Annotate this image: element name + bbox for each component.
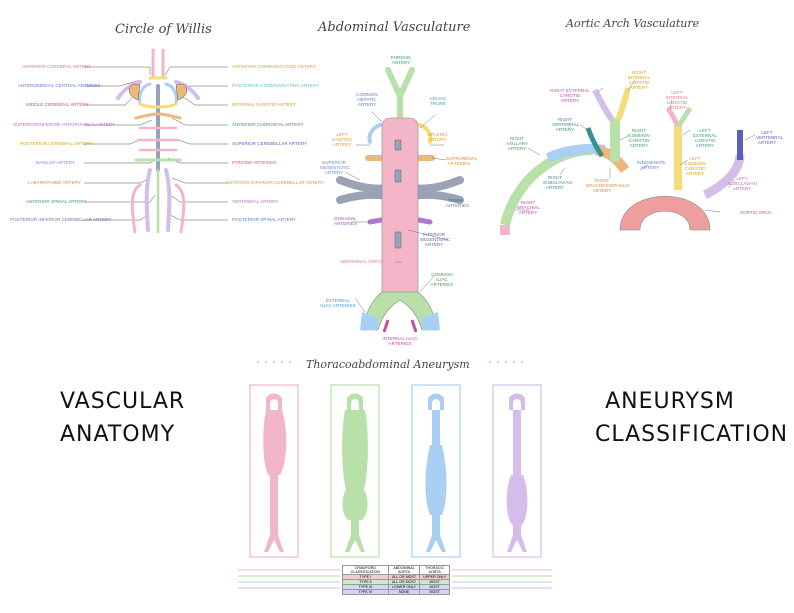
aortic-label: LEFT VERTEBRAL ARTERY xyxy=(756,130,784,145)
table-cell: MOST xyxy=(419,589,450,595)
aortic-label: RIGHT VERTEBRAL ARTERY xyxy=(552,117,580,132)
table-row: TYPE III LOWER ONLY MOST xyxy=(342,584,450,590)
table-header: THORACIC AORTA xyxy=(419,565,450,575)
willis-label: SUPERIOR/INFERIOR HYPOPHYSEAL ARTERY xyxy=(13,122,116,127)
aortic-label: RIGHT COMMON CAROTID ARTERY xyxy=(628,128,650,148)
willis-label: POSTERIOR CEREBRAL ARTERY xyxy=(20,141,93,146)
table-cell: ALL OR MOST xyxy=(387,579,421,585)
aortic-label: LEFT COMMON CAROTID ARTERY xyxy=(684,156,706,176)
aneurysm-type-4 xyxy=(506,393,528,552)
aortic-label: RIGHT BRACHIAL ARTERY xyxy=(517,200,540,215)
willis-label: VERTEBRAL ARTERY xyxy=(232,199,279,204)
decorative-dots xyxy=(257,361,523,363)
table-row: TYPE IV NONE MOST xyxy=(342,589,450,595)
willis-label: ANTERIOR CEREBRAL ARTERY xyxy=(22,64,92,69)
aortic-label: RIGHT BRACHIOCEPHALIC ARTERY xyxy=(586,178,630,193)
aortic-label: RIGHT SUBCLAVIAN ARTERY xyxy=(543,175,572,190)
willis-label: SUPERIOR CEREBELLAR ARTERY xyxy=(232,141,308,146)
table-cell: TYPE IV xyxy=(342,589,389,595)
aortic-label: RIGHT AXILLARY ARTERY xyxy=(506,136,528,151)
willis-label: MIDDLE CEREBRAL ARTERY xyxy=(26,102,89,107)
caption-line: VASCULAR xyxy=(60,389,186,414)
abdominal-label: COMMON HEPATIC ARTERY xyxy=(356,92,378,107)
aortic-label: INNOMINATE ARTERY xyxy=(637,160,666,170)
abdominal-label: COMMON ILIAC ARTERIES xyxy=(430,272,454,287)
willis-label: INTERNAL CAROTID ARTERY xyxy=(232,102,296,107)
circle-of-willis-title: Circle of Willis xyxy=(115,22,212,37)
aortic-label: LEFT EXTERNAL CAROTID ARTERY xyxy=(692,128,718,148)
table-header-row: CRAWFORD CLASSIFICATION ABDOMINAL AORTA … xyxy=(342,565,450,575)
willis-label: ANTERIOR INFERIOR CEREBELLAR ARTERY xyxy=(226,180,325,185)
abdominal-label: RENAL ARTERIES xyxy=(446,198,469,208)
aortic-label: LEFT INTERNAL CAROTID ARTERY xyxy=(665,90,689,110)
willis-label: POSTERIOR SPINAL ARTERY xyxy=(232,217,296,222)
aneurysm-title: Thoracoabdominal Aneurysm xyxy=(306,358,470,371)
abdominal-label: CELIAC TRUNK xyxy=(429,96,447,106)
willis-label: ANTEROMEDIAL CENTRAL ARTERIES xyxy=(18,83,101,88)
crawford-classification-table: CRAWFORD CLASSIFICATION ABDOMINAL AORTA … xyxy=(342,565,450,595)
aortic-label: AORTIC ARCH xyxy=(740,210,772,215)
willis-label: POSTERIOR COMMUNICATING ARTERY xyxy=(232,83,320,88)
table-cell: NONE xyxy=(387,589,421,595)
aortic-label: LEFT SUBCLAVIAN ARTERY xyxy=(728,176,757,191)
table-cell: UPPER ONLY xyxy=(419,574,450,580)
willis-label: PONTINE ARTERIES xyxy=(232,160,277,165)
willis-label: BASILAR ARTERY xyxy=(36,160,75,165)
willis-label: ANTERIOR COMMUNICATING ARTERY xyxy=(232,64,316,69)
abdominal-label: INFERIOR MESENTERIC ARTERY xyxy=(420,232,451,247)
willis-label: POSTERIOR INFERIOR CEREBELLAR ARTERY xyxy=(10,217,112,222)
table-cell: LOWER ONLY xyxy=(387,584,421,590)
table-header: CRAWFORD CLASSIFICATION xyxy=(342,565,389,575)
caption-vascular-anatomy: VASCULAR ANATOMY xyxy=(60,385,186,451)
abdominal-label: PHRENIC ARTERY xyxy=(390,55,412,65)
aneurysm-type-1 xyxy=(263,393,287,552)
abdominal-label: EXTERNAL ILIAC ARTERIES xyxy=(320,298,356,308)
abdominal-label: ABDOMINAL AORTA xyxy=(340,259,384,264)
willis-label: LABYRINTHINE ARTERY xyxy=(28,180,81,185)
abdominal-label: SPLENIC ARTERY xyxy=(428,132,448,142)
willis-label: ANTERIOR CHOROIDAL ARTERY xyxy=(232,122,304,127)
aneurysm-type-2 xyxy=(342,393,368,552)
abdominal-label: INTERNAL ILIAC ARTERIES xyxy=(382,336,418,346)
caption-line: ANEURYSM xyxy=(605,389,735,414)
abdominal-label: SUPERIOR MESENTERIC ARTERY xyxy=(320,160,351,175)
abdominal-label: GONADAL ARTERIES xyxy=(334,216,357,226)
abdominal-label: LEFT GASTRIC ARTERY xyxy=(331,132,353,147)
table-header: ABDOMINAL AORTA xyxy=(387,565,421,575)
caption-line: ANATOMY xyxy=(60,422,176,447)
aortic-label: RIGHT EXTERNAL CAROTID ARTERY xyxy=(550,88,590,103)
table-cell: ALL OR MOST xyxy=(387,574,421,580)
table-row: TYPE II ALL OR MOST MOST xyxy=(342,579,450,585)
abdominal-label: SUPRARENAL ARTERIES xyxy=(446,156,478,166)
aortic-arch-title: Aortic Arch Vasculature xyxy=(566,17,700,30)
abdominal-title: Abdominal Vasculature xyxy=(318,20,471,35)
aneurysm-type-3 xyxy=(425,393,447,552)
aortic-label: RIGHT INTERNAL CAROTID ARTERY xyxy=(627,70,651,90)
willis-label: ANTERIOR SPINAL ARTERY xyxy=(26,199,87,204)
